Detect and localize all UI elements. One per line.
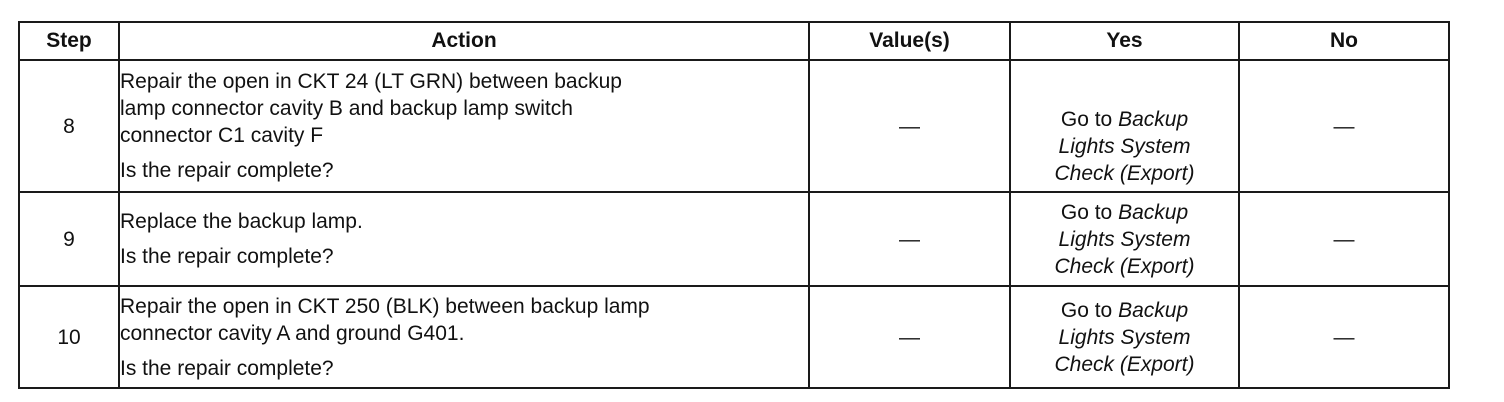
value-cell: — [808, 191, 1011, 287]
value-cell: — [808, 285, 1011, 389]
yes-line-1: Go to Backup [1011, 106, 1238, 133]
action-question: Is the repair complete? [120, 356, 334, 380]
step-number: 10 [18, 285, 120, 389]
yes-line-1: Go to Backup [1011, 297, 1238, 324]
header-values: Value(s) [808, 21, 1011, 61]
yes-link-text: Backup [1118, 108, 1189, 131]
no-cell: — [1238, 59, 1450, 193]
yes-link-text: Check (Export) [1054, 352, 1195, 376]
action-cell: Repair the open in CKT 24 (LT GRN) betwe… [118, 59, 810, 193]
diagnostic-table: Step Action Value(s) Yes No 8 Repair the… [18, 21, 1450, 389]
yes-link-text: Lights System [1058, 325, 1191, 349]
table-row: 9 Replace the backup lamp. Is the repair… [18, 191, 1450, 287]
yes-prefix: Go to [1060, 108, 1113, 131]
table-row: 8 Repair the open in CKT 24 (LT GRN) bet… [18, 59, 1450, 193]
action-line: connector C1 cavity F [120, 124, 324, 147]
action-line: Replace the backup lamp. [120, 210, 363, 233]
step-number: 8 [18, 59, 120, 193]
header-yes: Yes [1009, 21, 1240, 61]
yes-link-text: Backup [1118, 298, 1189, 322]
header-step: Step [18, 21, 120, 61]
table-row: 10 Repair the open in CKT 250 (BLK) betw… [18, 285, 1450, 389]
yes-link-text: Check (Export) [1054, 162, 1195, 185]
action-question: Is the repair complete? [120, 159, 334, 182]
yes-prefix: Go to [1060, 298, 1113, 322]
header-no: No [1238, 21, 1450, 61]
yes-link-text: Backup [1118, 200, 1189, 224]
no-cell: — [1238, 285, 1450, 389]
action-question: Is the repair complete? [120, 245, 334, 268]
action-line: connector cavity A and ground G401. [120, 321, 465, 345]
action-cell: Repair the open in CKT 250 (BLK) between… [118, 285, 810, 389]
no-cell: — [1238, 191, 1450, 287]
yes-cell: Go to Backup Lights System Check (Export… [1009, 191, 1240, 287]
action-line: Repair the open in CKT 250 (BLK) between… [120, 294, 650, 318]
yes-prefix: Go to [1060, 200, 1113, 224]
yes-link-text: Lights System [1058, 227, 1191, 251]
yes-link-text: Check (Export) [1054, 254, 1195, 278]
action-cell: Replace the backup lamp. Is the repair c… [118, 191, 810, 287]
action-line: Repair the open in CKT 24 (LT GRN) betwe… [120, 70, 622, 93]
yes-link-text: Lights System [1058, 135, 1191, 158]
action-line: lamp connector cavity B and backup lamp … [120, 97, 573, 120]
yes-cell: Go to Backup Lights System Check (Export… [1009, 59, 1240, 193]
value-cell: — [808, 59, 1011, 193]
yes-line-1: Go to Backup [1011, 199, 1238, 226]
step-number: 9 [18, 191, 120, 287]
header-row: Step Action Value(s) Yes No [18, 21, 1450, 61]
yes-cell: Go to Backup Lights System Check (Export… [1009, 285, 1240, 389]
header-action: Action [118, 21, 810, 61]
